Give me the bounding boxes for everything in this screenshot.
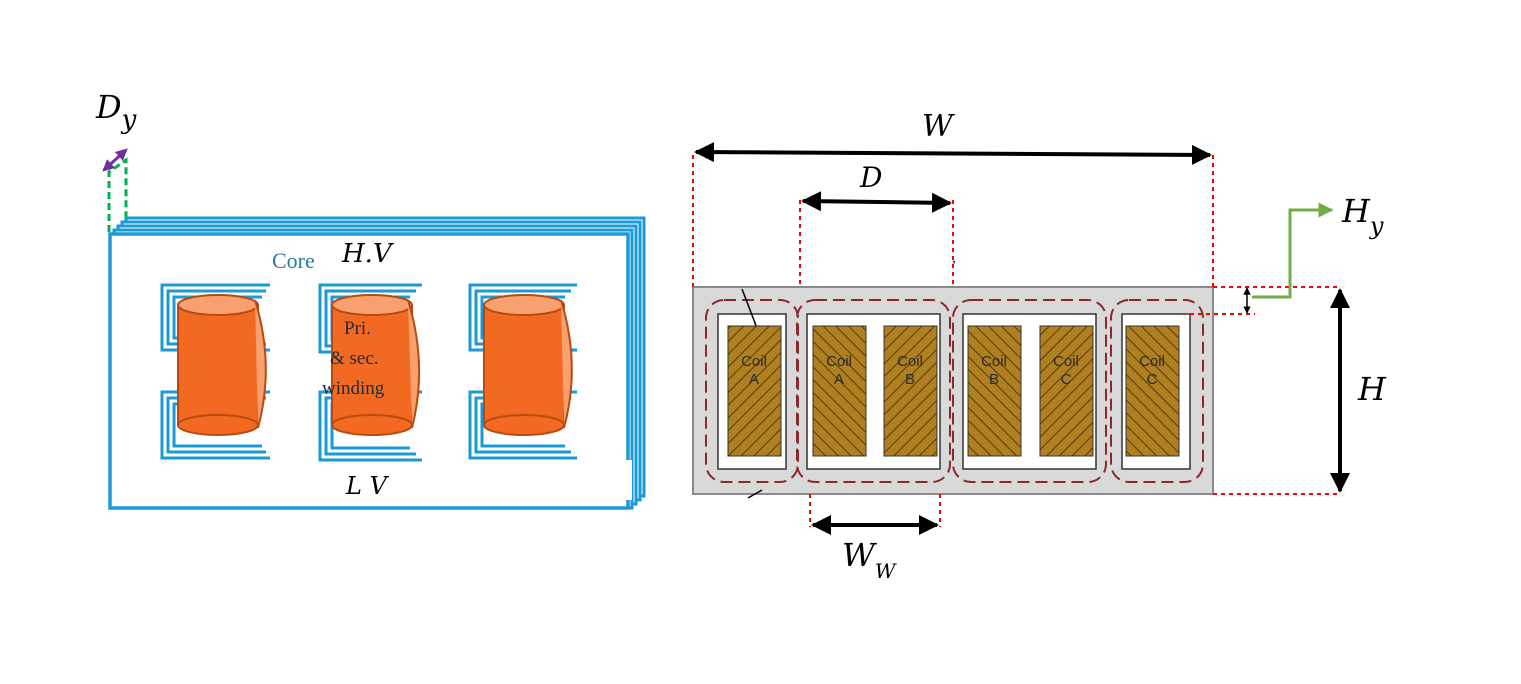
core-label: Core [272,248,315,273]
depth-dimension: Dy [95,88,137,232]
coil-label: Coil [1053,353,1079,370]
winding-2 [331,294,421,436]
hv-label: H.V [341,239,394,269]
window-width-dimension: WW [811,515,939,583]
coil-phase: A [749,371,759,388]
coil-label: Coil [897,353,923,370]
height-dimension: H [1330,288,1387,493]
left-core-diagram: Core H.V L V Pri. & sec. winding Dy [95,88,646,510]
limb-1 [160,283,270,460]
pitch-label: D [859,161,882,194]
width-label: W [922,109,955,144]
coil-c-left: Coil C [1039,325,1094,457]
yoke-height-label: Hy [1341,192,1384,240]
window-width-label: WW [842,536,897,583]
winding-1 [177,294,267,436]
width-dimension: W [694,109,1212,165]
right-core-diagram: Coil A Coil A Coil B Coil B Coil C [692,109,1387,583]
coil-c-right: Coil C [1125,325,1180,457]
coil-phase: A [834,371,844,388]
pitch-dimension: D [801,161,952,213]
coil-label: Coil [981,353,1007,370]
winding-label-line1: Pri. [344,318,371,339]
coil-phase: C [1147,371,1158,388]
coils: Coil A Coil A Coil B Coil B Coil C [727,325,1180,457]
stray-mark: , [952,249,956,266]
coil-phase: B [989,371,999,388]
coil-a-left: Coil A [727,325,782,457]
yoke-height-dimension: Hy [1243,192,1384,314]
coil-label: Coil [1139,353,1165,370]
winding-3 [483,294,573,436]
winding-label: Pri. & sec. winding [322,318,385,399]
coil-label: Coil [826,353,852,370]
limb-2 [318,283,422,462]
limb-3 [468,283,577,460]
coil-b-right: Coil B [967,325,1022,457]
coil-phase: C [1061,371,1072,388]
depth-arrow [102,148,128,172]
coil-label: Coil [741,353,767,370]
yoke-leader [1252,202,1334,299]
extension-lines [692,155,1340,527]
coil-b-left: Coil B [883,325,938,457]
winding-label-line3: winding [322,378,385,399]
depth-label: Dy [95,88,137,135]
coil-phase: B [905,371,915,388]
flux-paths [705,299,1204,483]
coil-a-right: Coil A [812,325,867,457]
lv-label: L V [345,472,390,500]
height-label: H [1357,370,1387,408]
winding-label-line2: & sec. [330,348,379,369]
leader-line-bottom [747,489,763,499]
